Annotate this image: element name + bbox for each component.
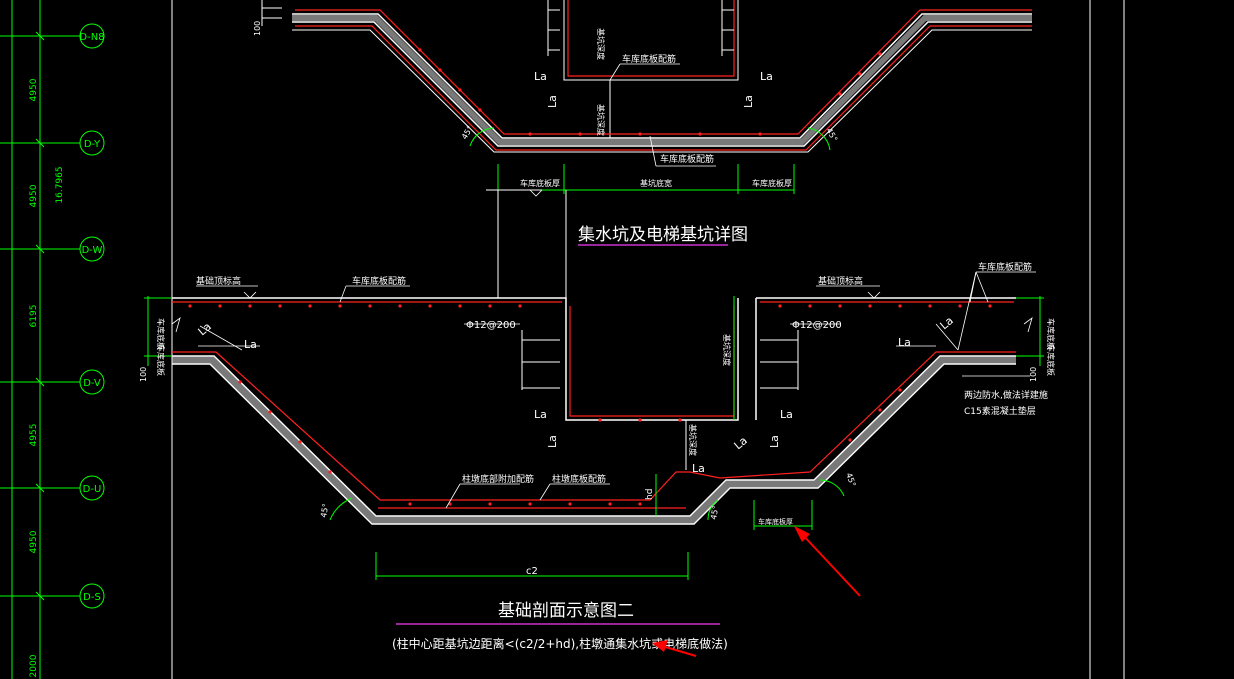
annotation-arrow-2 [661,645,697,657]
grid-spacing-5: 4950 [29,530,39,553]
lower-pier-rebar-2: 柱墩底板配筋 [552,473,606,485]
lower-angle-left: 45° [319,503,330,519]
upper-la-1: La [534,70,547,83]
lower-la-6: La [196,320,214,338]
lower-la-4: La [780,408,793,421]
upper-dim-mid: 基坑底宽 [640,178,672,188]
upper-la-3: La [546,95,559,108]
lower-rebar-dots [188,304,992,506]
lower-la-1: La [244,338,257,351]
lower-la-10: La [732,434,750,452]
grid-axis-system: D-N8 D-Y D-W D-V D-U D-S 4950 4950 6195 … [0,0,105,679]
grid-label-4: D-V [83,378,101,389]
lower-la-3: La [534,408,547,421]
grid-label-5: D-U [83,484,102,495]
lower-slab-thick-right-2: 车库底板 [1046,344,1056,376]
lower-base-elev-right: 基础顶标高 [818,275,863,287]
lower-slab-thick-left-2: 车库底板 [156,344,166,376]
grid-spacing-3: 6195 [29,305,39,328]
grid-spacing-2: 4950 [29,184,39,207]
grid-label-1: D-N8 [79,32,104,43]
lower-garage-slab-thickness: 车库底板厚 [758,517,793,526]
upper-vertical-dim-2: 基坑深度 [596,104,606,136]
lower-slab-thick-right: 车库底板 [1046,318,1056,350]
lower-angle-mid: 45° [709,505,720,521]
lower-pit-depth-left: 基坑深度 [722,334,732,366]
grid-overall-dim: 16.7965 [55,166,65,203]
lower-la-9: La [768,435,781,448]
upper-dim-left: 车库底板厚 [520,178,560,188]
lower-pier-rebar-1: 柱墩底部附加配筋 [462,473,534,485]
lower-la-5: La [692,462,705,475]
lower-side-dim-left: 100 [139,367,148,382]
lower-waterproof-note-1: 两边防水,做法详建施 [964,389,1048,401]
annotation-arrow-1 [799,531,861,597]
upper-vertical-dim: 基坑深度 [596,28,606,60]
lower-pit-depth-right: 基坑深度 [688,424,698,456]
upper-la-2: La [760,70,773,83]
lower-base-elev-left: 基础顶标高 [196,275,241,287]
upper-section-title: 集水坑及电梯基坑详图 [578,225,748,245]
lower-garage-rebar-left: 车库底板配筋 [352,275,406,287]
upper-garage-rebar-label: 车库底板配筋 [622,53,676,65]
lower-hd-label: hd [645,489,655,500]
upper-la-4: La [742,95,755,108]
lower-section-subtitle: (柱中心距基坑边距离<(c2/2+hd),柱墩通集水坑或电梯底做法) [392,636,728,651]
lower-la-8: La [546,435,559,448]
grid-spacing-4: 4955 [29,424,39,447]
lower-c2-label: c2 [526,566,538,577]
lower-section: 基础顶标高 车库底板配筋 基础顶标高 车库底板配筋 柱墩底部附加配筋 柱墩底板配… [139,189,1056,651]
lower-rebar-right: Φ12@200 [792,320,842,331]
upper-dim-right: 车库底板厚 [752,178,792,188]
lower-slab-thick-left: 车库底板 [156,318,166,350]
lower-la-7: La [938,314,956,332]
sheet-border [171,0,1125,679]
grid-label-6: D-S [83,592,101,603]
lower-side-dim-right: 100 [1029,367,1038,382]
lower-rebar-left: Φ12@200 [466,320,516,331]
upper-garage-rebar-label-2: 车库底板配筋 [660,153,714,165]
annotation-arrows [652,526,861,657]
grid-partial-dim: 2000 [29,654,39,677]
lower-waterproof-note-2: C15素混凝土垫层 [964,405,1036,417]
lower-section-title: 基础剖面示意图二 [498,601,634,621]
upper-side-dim: 100 [253,21,262,36]
grid-label-3: D-W [82,245,103,256]
grid-label-2: D-Y [84,139,101,150]
lower-garage-rebar-right: 车库底板配筋 [978,261,1032,273]
grid-spacing-1: 4950 [29,78,39,101]
lower-la-2: La [898,336,911,349]
upper-section: 车库底板配筋 车库底板配筋 La La La La 45° 45° 100 基坑… [253,0,1032,298]
